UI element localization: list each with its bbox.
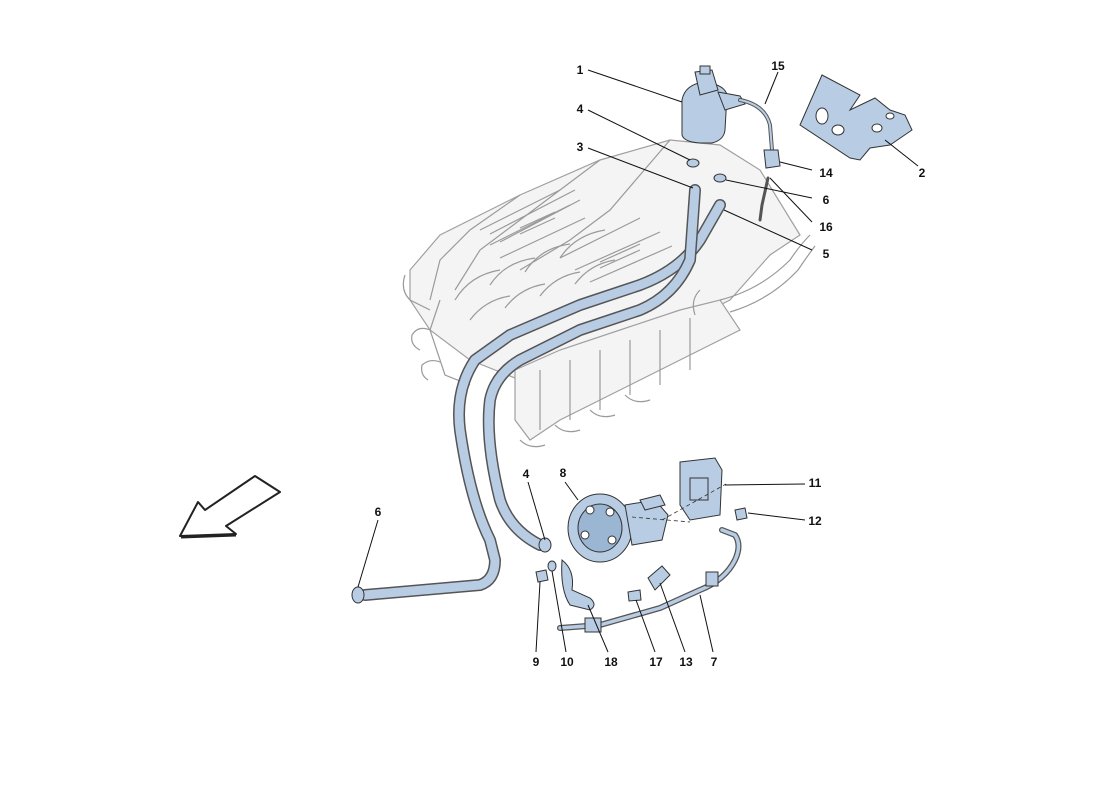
callout-6-top: 6 [823,193,830,207]
bolt-12 [734,507,748,521]
callout-4-top: 4 [577,102,584,116]
direction-arrow-icon [179,475,281,539]
callout-4-bottom: 4 [523,467,530,481]
leader-lines [357,69,919,653]
ring-6-top [713,173,727,183]
callout-5: 5 [823,247,830,261]
callout-2: 2 [919,166,926,180]
expansion-tank [681,65,746,144]
engine-intake-manifold [402,139,816,448]
callout-8: 8 [560,466,567,480]
fitting-13 [647,565,671,591]
main-coolant-pipe [351,184,726,604]
pipe-end-ring [351,586,365,604]
bolt-9 [535,569,549,583]
water-pump [567,493,669,563]
callout-1: 1 [577,63,584,77]
callout-16: 16 [819,220,833,234]
callout-11: 11 [809,476,822,490]
callout-9: 9 [533,655,540,669]
pipe-clamp [538,537,552,553]
callout-labels: 1 2 3 4 4 5 6 6 7 8 9 10 11 12 13 14 15 … [375,59,926,669]
sensor-14 [763,149,781,169]
callout-17: 17 [649,655,663,669]
hose-7 [557,527,742,633]
callout-7: 7 [711,655,718,669]
callout-12: 12 [808,514,822,528]
callout-15: 15 [771,59,785,73]
callout-10: 10 [560,655,574,669]
callout-18: 18 [604,655,618,669]
callout-6-bottom: 6 [375,505,382,519]
callout-3: 3 [577,140,584,154]
pump-bracket [679,457,748,521]
vent-hose [738,98,781,222]
mounting-bracket [799,74,913,161]
ring-4-top [686,158,700,168]
washer-10 [547,560,557,572]
gasket-18 [561,559,595,611]
callout-14: 14 [819,166,833,180]
bolt-17 [627,589,642,602]
callout-13: 13 [679,655,693,669]
